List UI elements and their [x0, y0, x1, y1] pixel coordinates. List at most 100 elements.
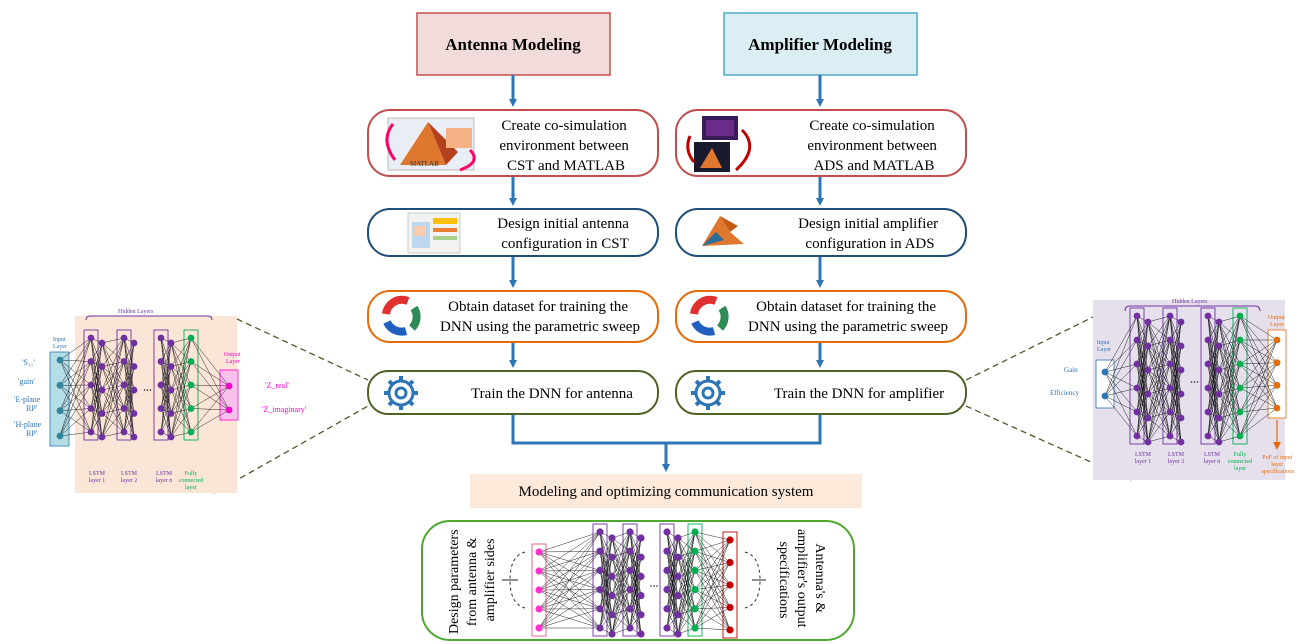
- system-nn-node: [626, 566, 634, 575]
- antenna-nn-node: [56, 407, 64, 415]
- system-nn-edge: [694, 584, 731, 629]
- antenna-nn-edge: [160, 366, 172, 433]
- antenna-nn-node: [87, 405, 95, 412]
- antenna-nn-edge: [170, 337, 192, 391]
- system-nn-edge: [611, 531, 631, 577]
- system-nn-edge: [694, 607, 731, 610]
- antenna-nn-edge: [101, 384, 125, 438]
- antenna-nn-edge: [59, 410, 92, 433]
- amplifier-nn-edge: [1147, 315, 1171, 323]
- system-nn-edge: [694, 539, 731, 590]
- antenna-nn-edge: [190, 337, 230, 387]
- amplifier-nn-output-label: Output Layer: [1268, 315, 1286, 328]
- amplifier-nn-edge: [1147, 387, 1171, 443]
- amplifier-nn-node: [1236, 360, 1244, 368]
- antenna-nn-node: [130, 339, 138, 347]
- system-nn-edge: [599, 595, 613, 629]
- antenna-nn-node: [167, 339, 175, 347]
- antenna-nn-edge: [160, 389, 172, 433]
- amplifier-nn-edge: [1239, 339, 1278, 365]
- amplifier-nn-edge: [1239, 385, 1278, 437]
- antenna-nn-node: [157, 334, 165, 342]
- antenna-nn-node: [167, 363, 175, 370]
- system-nn-edge: [677, 589, 696, 635]
- system-nn-edge: [538, 608, 601, 629]
- system-nn-node: [663, 624, 671, 632]
- amplifier-nn-node: [1215, 438, 1223, 446]
- system-nn-node: [608, 592, 616, 600]
- antenna-nn-edge: [170, 337, 192, 367]
- system-nn-edge: [666, 537, 679, 609]
- amplifier-nn-edge: [1207, 417, 1220, 437]
- amplifier-nn-node: [1133, 408, 1141, 416]
- antenna-nn-edge: [160, 342, 172, 409]
- svg-text:RP': RP': [26, 404, 38, 413]
- system-nn-edge: [599, 537, 613, 629]
- antenna-nn-edge: [59, 408, 92, 411]
- system-nn-node: [608, 572, 616, 581]
- amplifier-nn-node: [1204, 432, 1212, 440]
- amplifier-nn-edge: [1147, 315, 1171, 419]
- amplifier-nn-node: [1215, 366, 1223, 374]
- system-nn-node: [608, 611, 616, 619]
- antenna-nn-edge: [170, 337, 192, 414]
- svg-text:'Z_real': 'Z_real': [265, 381, 289, 390]
- amplifier-nn-edge: [1169, 321, 1182, 413]
- system-nn-node: [637, 553, 645, 561]
- amplifier-nn-edge: [1239, 362, 1278, 413]
- amplifier-nn-edge: [1239, 339, 1278, 363]
- amplifier-nn-edge: [1147, 363, 1171, 443]
- system-nn-edge: [611, 531, 631, 615]
- amplifier-nn-node: [1166, 336, 1174, 344]
- antenna-nn-hidden-label: Hidden Layers: [118, 309, 154, 315]
- amplifier-nn-inputs: Gain Efficiency: [1050, 366, 1080, 397]
- antenna-nn-edge: [59, 337, 92, 437]
- amplifier-nn-edge: [1218, 315, 1241, 443]
- amplifier-step-2: Design initial amplifier configuration i…: [675, 208, 967, 257]
- amplifier-nn-graph: [1101, 307, 1281, 446]
- svg-text:Efficiency: Efficiency: [1050, 389, 1080, 397]
- amplifier-nn-edge: [1218, 387, 1241, 443]
- system-nn-edge: [694, 539, 731, 629]
- system-nn-edge: [694, 584, 731, 609]
- system-nn-edge: [694, 570, 731, 586]
- system-nn-edge: [677, 570, 696, 635]
- amplifier-nn-node: [1215, 318, 1223, 326]
- antenna-nn-edge: [123, 342, 135, 433]
- system-nn-edge: [599, 537, 613, 609]
- amplifier-nn-node: [1166, 312, 1174, 320]
- amplifier-nn-gap-dot: [1196, 381, 1199, 383]
- antenna-nn-edge: [59, 337, 92, 411]
- amplifier-nn-node: [1133, 360, 1141, 368]
- antenna-nn-node: [157, 381, 165, 389]
- system-nn-edge: [694, 531, 731, 541]
- amplifier-nn-edge: [1104, 363, 1138, 397]
- svg-text:RP': RP': [26, 429, 38, 438]
- amplifier-nn-edge: [1169, 393, 1182, 437]
- cst-design-icon: [407, 212, 461, 254]
- amplifier-nn-edge: [1239, 407, 1278, 437]
- amplifier-nn-node: [1215, 390, 1223, 398]
- antenna-nn-edge: [59, 359, 92, 386]
- system-nn-graph: [531, 523, 738, 639]
- amplifier-nn-node: [1144, 438, 1152, 446]
- amplifier-nn-edge: [1104, 315, 1138, 397]
- antenna-nn-edge: [170, 408, 192, 438]
- system-nn-node: [637, 611, 645, 619]
- system-nn-edge: [694, 562, 731, 571]
- matlab-logo-icon: [702, 216, 744, 246]
- system-nn-node: [674, 534, 682, 542]
- amplifier-nn-edge: [1207, 393, 1220, 437]
- system-nn-edge: [538, 531, 601, 610]
- antenna-step-2-text: Design initial antenna configuration in …: [497, 216, 632, 252]
- amplifier-nn-edge: [1169, 369, 1182, 437]
- system-nn-edge: [599, 557, 613, 629]
- amplifier-nn-edge: [1239, 362, 1278, 389]
- amplifier-step-4: Train the DNN for amplifier: [675, 370, 967, 415]
- antenna-nn-edge: [59, 361, 92, 437]
- amplifier-nn-edge: [1239, 363, 1278, 386]
- antenna-nn-node: [157, 358, 165, 365]
- amplifier-nn-node: [1215, 342, 1223, 350]
- antenna-nn-edge: [190, 361, 230, 411]
